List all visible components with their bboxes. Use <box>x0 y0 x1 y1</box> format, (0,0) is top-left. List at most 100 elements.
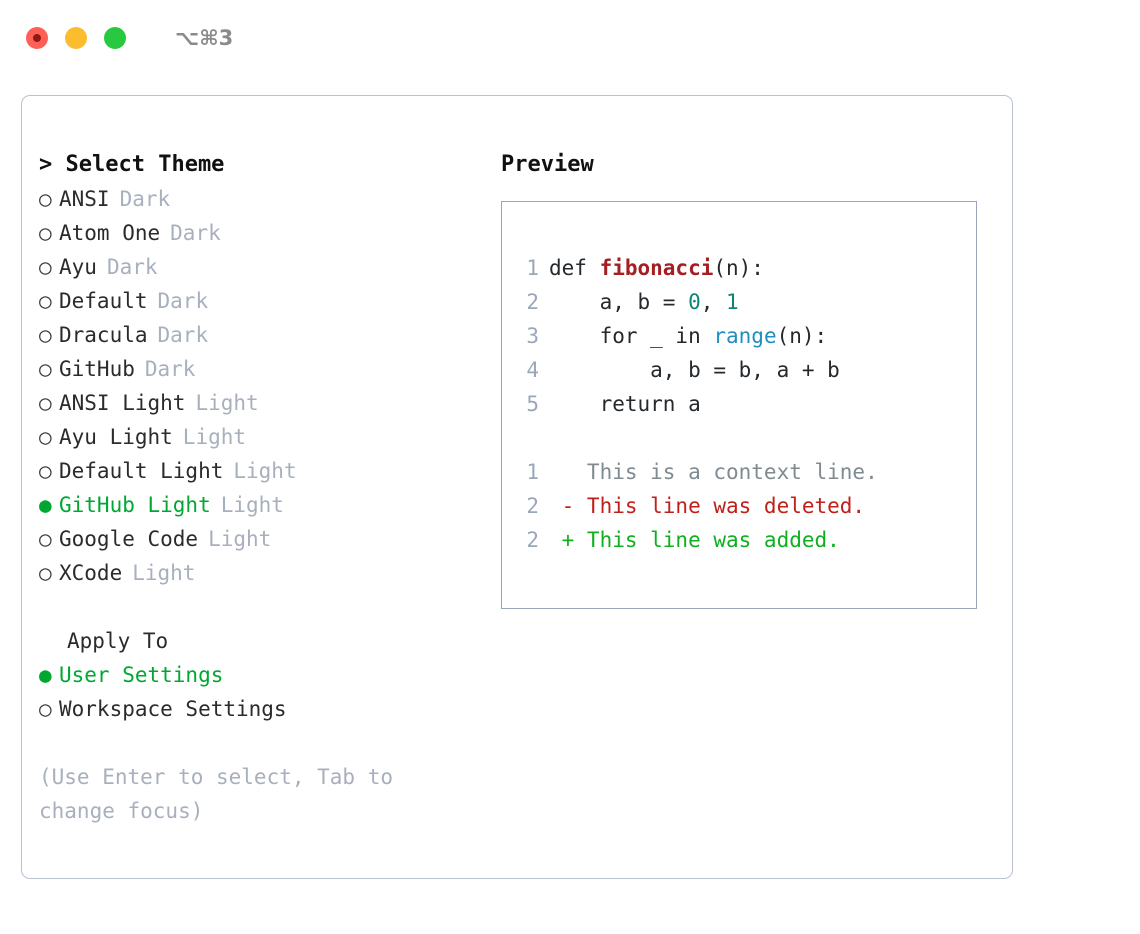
theme-name: ANSI Light <box>59 391 186 415</box>
code-token: (n): <box>713 256 764 280</box>
theme-list-item[interactable]: ○ ANSI Light Light <box>39 386 479 420</box>
radio-icon[interactable]: ○ <box>39 459 52 483</box>
main-window-panel: > Select Theme ○ ANSI Dark ○ Atom One Da… <box>21 95 1013 879</box>
theme-list-item-selected[interactable]: ● GitHub Light Light <box>39 488 479 522</box>
diff-text: + This line was added. <box>549 528 840 552</box>
diff-text: - This line was deleted. <box>549 494 866 518</box>
theme-mode: Dark <box>119 187 171 211</box>
apply-option-label: Workspace Settings <box>59 697 287 721</box>
title-bar: ⌥⌘3 <box>0 0 1140 76</box>
radio-icon-selected[interactable]: ● <box>39 663 52 687</box>
code-token: def <box>549 256 600 280</box>
code-sample: 1 def fibonacci (n): 2 a, b = 0 , 1 3 <box>517 251 878 557</box>
radio-icon[interactable]: ○ <box>39 221 52 245</box>
maximize-button-icon[interactable] <box>104 27 126 49</box>
theme-mode: Dark <box>157 289 209 313</box>
theme-mode: Light <box>208 527 272 551</box>
close-button-icon[interactable] <box>26 27 48 49</box>
theme-mode: Light <box>132 561 196 585</box>
line-number: 2 <box>526 528 539 552</box>
apply-to-heading: Apply To <box>67 629 169 653</box>
diff-text: This is a context line. <box>549 460 878 484</box>
theme-name: Dracula <box>59 323 148 347</box>
radio-icon[interactable]: ○ <box>39 357 52 381</box>
apply-to-list[interactable]: ● User Settings ○ Workspace Settings <box>39 658 479 726</box>
theme-list-item[interactable]: ○ Dracula Dark <box>39 318 479 352</box>
theme-name: Atom One <box>59 221 161 245</box>
code-token: for _ in <box>549 324 714 348</box>
radio-icon[interactable]: ○ <box>39 289 52 313</box>
preview-panel: 1 def fibonacci (n): 2 a, b = 0 , 1 3 <box>501 201 977 609</box>
theme-name: Google Code <box>59 527 199 551</box>
diff-line-context: 1 This is a context line. <box>517 455 878 489</box>
code-token-number: 1 <box>726 290 739 314</box>
line-number: 5 <box>526 392 539 416</box>
apply-option-workspace-settings[interactable]: ○ Workspace Settings <box>39 692 479 726</box>
theme-name: XCode <box>59 561 123 585</box>
theme-selector-column: > Select Theme ○ ANSI Dark ○ Atom One Da… <box>39 148 479 828</box>
window-controls <box>26 27 126 49</box>
minimize-button-icon[interactable] <box>65 27 87 49</box>
theme-list-item[interactable]: ○ Ayu Dark <box>39 250 479 284</box>
code-token-number: 0 <box>688 290 701 314</box>
radio-icon[interactable]: ○ <box>39 425 52 449</box>
apply-option-label: User Settings <box>59 663 224 687</box>
code-token: a, b = b, a + b <box>549 358 840 382</box>
preview-column: Preview 1 def fibonacci (n): 2 a, b = 0 … <box>501 148 991 609</box>
code-token: , <box>700 290 727 314</box>
theme-name: Ayu <box>59 255 97 279</box>
theme-list-item[interactable]: ○ XCode Light <box>39 556 479 590</box>
code-blank-line <box>517 421 878 455</box>
theme-list-item[interactable]: ○ Default Light Light <box>39 454 479 488</box>
theme-mode: Light <box>233 459 297 483</box>
radio-icon[interactable]: ○ <box>39 697 52 721</box>
theme-name: Ayu Light <box>59 425 173 449</box>
line-number: 3 <box>526 324 539 348</box>
theme-mode: Dark <box>144 357 196 381</box>
list-spacer <box>39 590 479 624</box>
code-line: 5 return a <box>517 387 878 421</box>
theme-mode: Light <box>182 425 247 449</box>
theme-name: Default <box>59 289 148 313</box>
diff-line-added: 2 + This line was added. <box>517 523 878 557</box>
line-number: 2 <box>526 290 539 314</box>
code-line: 3 for _ in range (n): <box>517 319 878 353</box>
theme-name: GitHub Light <box>59 493 211 517</box>
theme-list[interactable]: ○ ANSI Dark ○ Atom One Dark ○ Ayu Dark ○… <box>39 182 479 590</box>
theme-mode: Light <box>195 391 259 415</box>
code-token: a, b = <box>549 290 689 314</box>
theme-list-item[interactable]: ○ ANSI Dark <box>39 182 479 216</box>
radio-icon[interactable]: ○ <box>39 391 52 415</box>
theme-name: GitHub <box>59 357 135 381</box>
theme-list-item[interactable]: ○ Default Dark <box>39 284 479 318</box>
radio-icon[interactable]: ○ <box>39 323 52 347</box>
radio-icon-selected[interactable]: ● <box>39 493 52 517</box>
theme-list-item[interactable]: ○ Ayu Light Light <box>39 420 479 454</box>
apply-option-user-settings[interactable]: ● User Settings <box>39 658 479 692</box>
line-number: 1 <box>526 460 539 484</box>
theme-list-item[interactable]: ○ GitHub Dark <box>39 352 479 386</box>
radio-icon[interactable]: ○ <box>39 527 52 551</box>
code-line: 2 a, b = 0 , 1 <box>517 285 878 319</box>
line-number: 1 <box>526 256 539 280</box>
code-token-function: fibonacci <box>599 256 714 280</box>
radio-icon[interactable]: ○ <box>39 255 52 279</box>
preview-heading: Preview <box>501 152 594 177</box>
theme-mode: Dark <box>106 255 158 279</box>
select-theme-heading: > Select Theme <box>39 152 225 177</box>
theme-name: ANSI <box>59 187 110 211</box>
diff-line-deleted: 2 - This line was deleted. <box>517 489 878 523</box>
code-token: return a <box>549 392 701 416</box>
radio-icon[interactable]: ○ <box>39 561 52 585</box>
theme-list-item[interactable]: ○ Atom One Dark <box>39 216 479 250</box>
theme-mode: Light <box>220 493 284 517</box>
line-number: 2 <box>526 494 539 518</box>
line-number: 4 <box>526 358 539 382</box>
theme-name: Default Light <box>59 459 224 483</box>
code-token-builtin: range <box>713 324 777 348</box>
theme-mode: Dark <box>170 221 221 245</box>
keyboard-hint-text: (Use Enter to select, Tab to change focu… <box>39 765 394 823</box>
theme-mode: Dark <box>157 323 209 347</box>
radio-icon[interactable]: ○ <box>39 187 52 211</box>
theme-list-item[interactable]: ○ Google Code Light <box>39 522 479 556</box>
